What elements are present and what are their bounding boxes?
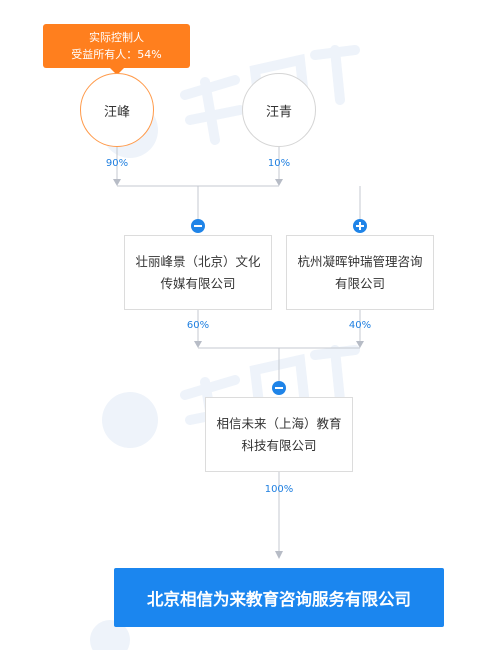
actual-controller-badge: 实际控制人 受益所有人：54% (43, 24, 190, 75)
controller-title: 实际控制人 (89, 31, 144, 44)
company-node-zhuangli[interactable]: 壮丽峰景（北京）文化传媒有限公司 (124, 235, 272, 310)
share-percent-label: 100% (264, 484, 294, 495)
share-percent-label: 60% (186, 320, 210, 331)
expand-plus-icon[interactable] (353, 219, 367, 233)
target-company-name: 北京相信为来教育咨询服务有限公司 (147, 589, 411, 609)
company-name: 相信未来（上海）教育科技有限公司 (216, 415, 342, 453)
company-name: 壮丽峰景（北京）文化传媒有限公司 (135, 253, 261, 291)
shareholder-wang-qing[interactable]: 汪青 (242, 73, 316, 147)
beneficial-owner-share: 受益所有人：54% (71, 48, 162, 61)
shareholder-wang-feng[interactable]: 汪峰 (80, 73, 154, 147)
shareholder-name: 汪峰 (103, 104, 130, 120)
company-node-hangzhou[interactable]: 杭州凝晖钟瑞管理咨询有限公司 (286, 235, 434, 310)
company-name: 杭州凝晖钟瑞管理咨询有限公司 (297, 253, 423, 291)
share-percent-label: 40% (348, 320, 372, 331)
collapse-minus-icon[interactable] (272, 381, 286, 395)
share-percent-label: 90% (105, 158, 129, 169)
badge-caret-icon (110, 68, 124, 75)
collapse-minus-icon[interactable] (191, 219, 205, 233)
share-percent-label: 10% (267, 158, 291, 169)
target-company-node[interactable]: 北京相信为来教育咨询服务有限公司 (114, 568, 444, 627)
company-node-xiangxin-shanghai[interactable]: 相信未来（上海）教育科技有限公司 (205, 397, 353, 472)
shareholder-name: 汪青 (265, 104, 292, 120)
